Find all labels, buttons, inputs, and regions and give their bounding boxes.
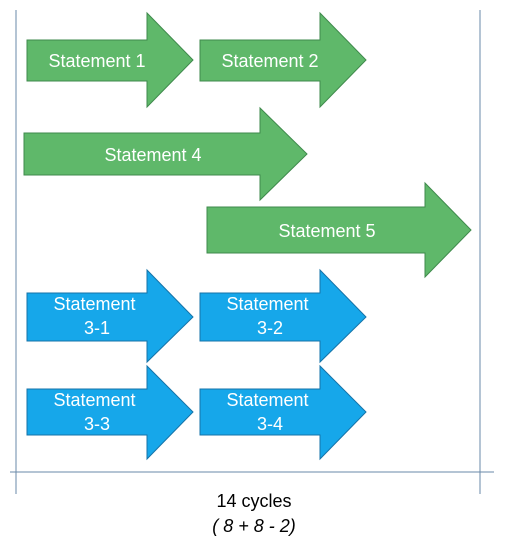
arrow-statement-3-3: Statement 3-3: [26, 364, 194, 461]
label-line: Statement: [53, 294, 135, 314]
arrow-shape: [199, 268, 367, 364]
arrow-label: Statement 3-1: [53, 294, 140, 338]
label-line: Statement 5: [278, 221, 375, 241]
label-line: Statement 1: [48, 51, 145, 71]
label-line: Statement: [226, 294, 308, 314]
cycle-formula-label: ( 8 + 8 - 2): [212, 516, 296, 536]
label-line: Statement: [53, 390, 135, 410]
arrow-label: Statement 1: [48, 51, 145, 71]
arrow-label: Statement 3-4: [226, 390, 313, 434]
arrow-statement-1: Statement 1: [26, 11, 194, 109]
arrow-statement-2: Statement 2: [199, 11, 367, 109]
cycle-count-label: 14 cycles: [216, 491, 291, 511]
label-line: Statement: [226, 390, 308, 410]
arrow-shape: [199, 11, 367, 109]
label-line: 3-2: [257, 318, 283, 338]
arrow-label: Statement 5: [278, 221, 375, 241]
arrow-statement-5: Statement 5: [206, 181, 472, 279]
arrow-statement-3-4: Statement 3-4: [199, 364, 367, 461]
label-line: 3-1: [84, 318, 110, 338]
arrow-shape: [206, 181, 472, 279]
arrow-label: Statement 2: [221, 51, 318, 71]
arrow-shape: [26, 268, 194, 364]
arrow-label: Statement 4: [104, 145, 201, 165]
arrow-label: Statement 3-2: [226, 294, 313, 338]
label-line: 3-3: [84, 414, 110, 434]
arrow-shape: [26, 11, 194, 109]
arrow-statement-4: Statement 4: [23, 106, 308, 202]
arrow-statement-3-1: Statement 3-1: [26, 268, 194, 364]
arrow-shape: [199, 364, 367, 461]
label-line: Statement 2: [221, 51, 318, 71]
arrow-shape: [26, 364, 194, 461]
arrow-label: Statement 3-3: [53, 390, 140, 434]
label-line: Statement 4: [104, 145, 201, 165]
label-line: 3-4: [257, 414, 283, 434]
arrow-shape: [23, 106, 308, 202]
arrow-statement-3-2: Statement 3-2: [199, 268, 367, 364]
